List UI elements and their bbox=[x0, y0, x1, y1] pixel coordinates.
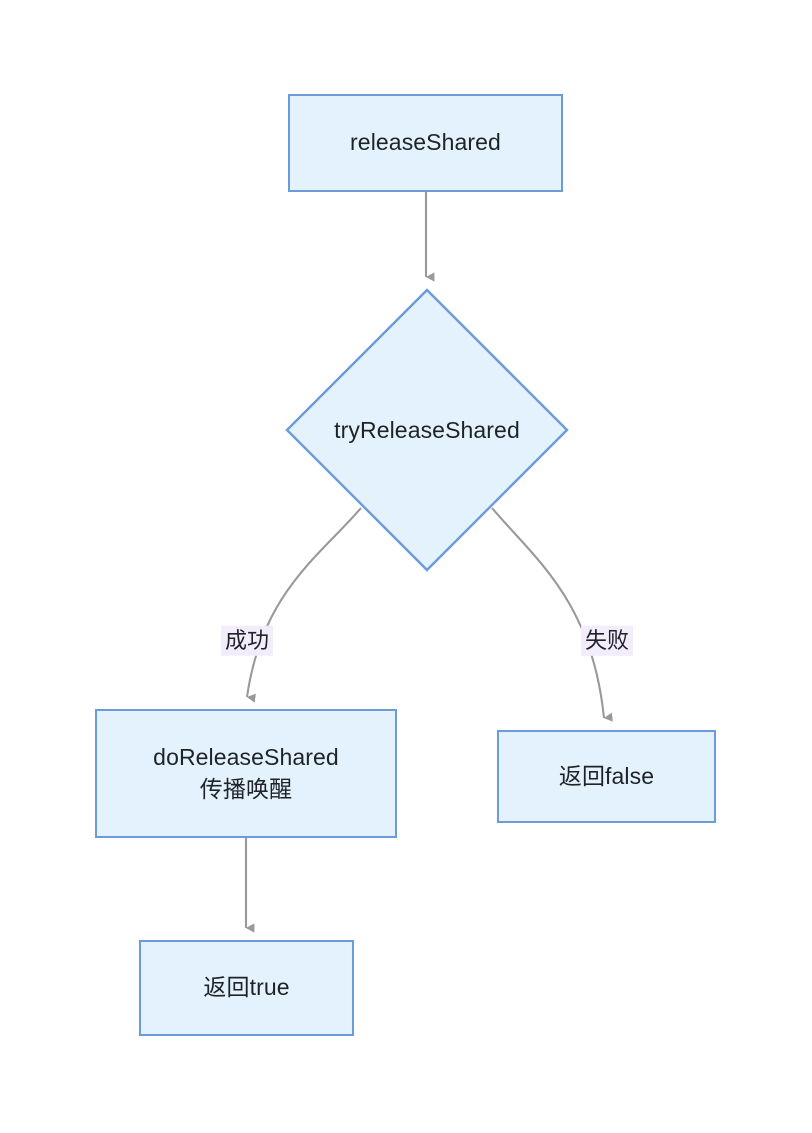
node-return-true[interactable]: 返回true bbox=[139, 940, 354, 1036]
diamond-shape bbox=[285, 288, 569, 572]
node-label: 返回true bbox=[203, 974, 290, 1001]
node-try-release-shared[interactable]: tryReleaseShared bbox=[285, 288, 569, 572]
node-label: doReleaseShared 传播唤醒 bbox=[153, 743, 339, 802]
node-label: tryReleaseShared bbox=[334, 416, 520, 443]
edge-label-success: 成功 bbox=[220, 625, 274, 657]
edge-label-failure: 失败 bbox=[580, 625, 634, 657]
node-do-release-shared[interactable]: doReleaseShared 传播唤醒 bbox=[95, 709, 397, 838]
node-label: releaseShared bbox=[350, 129, 501, 156]
node-release-shared[interactable]: releaseShared bbox=[288, 94, 563, 192]
node-return-false[interactable]: 返回false bbox=[497, 730, 716, 823]
node-label: 返回false bbox=[558, 762, 655, 789]
